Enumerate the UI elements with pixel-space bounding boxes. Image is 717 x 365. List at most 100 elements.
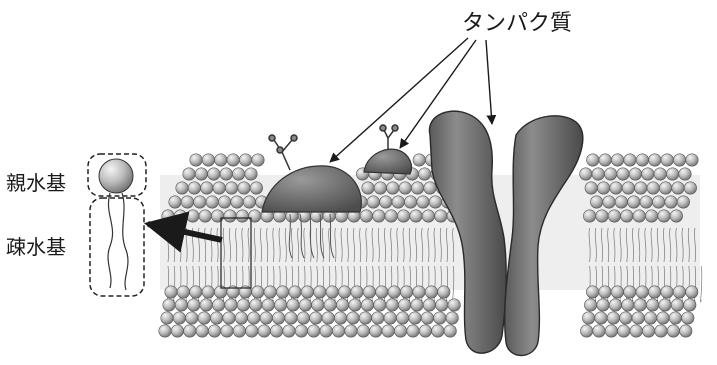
lipid-head bbox=[227, 154, 239, 166]
lipid-head bbox=[295, 325, 307, 337]
lipid-head bbox=[649, 154, 661, 166]
lipid-head bbox=[686, 286, 698, 298]
lipid-head bbox=[208, 325, 220, 337]
lipid-head bbox=[206, 196, 218, 208]
lipid-head bbox=[359, 312, 371, 324]
lipid-head bbox=[435, 210, 447, 222]
lipid-head bbox=[394, 325, 406, 337]
lipid-head bbox=[413, 154, 425, 166]
lipid-head bbox=[438, 286, 450, 298]
lipid-head bbox=[361, 299, 373, 311]
lipid-head bbox=[347, 312, 359, 324]
lipid-head bbox=[374, 299, 386, 311]
lipid-head bbox=[215, 154, 227, 166]
lipid-head bbox=[409, 312, 421, 324]
lipid-head bbox=[684, 182, 696, 194]
lipid-head bbox=[338, 286, 350, 298]
lipid-head bbox=[220, 168, 232, 180]
magnified-phospholipid bbox=[88, 154, 146, 296]
lipid-head bbox=[617, 168, 629, 180]
lipid-head bbox=[183, 168, 195, 180]
lipid-head bbox=[580, 325, 592, 337]
lipid-head bbox=[175, 299, 187, 311]
lipid-head bbox=[603, 196, 615, 208]
lipid-head bbox=[236, 210, 248, 222]
lipid-head bbox=[250, 182, 262, 194]
lipid-head bbox=[418, 168, 430, 180]
lipid-head bbox=[584, 299, 596, 311]
lipid-head bbox=[605, 325, 617, 337]
lipid-head bbox=[385, 210, 397, 222]
lipid-head bbox=[387, 182, 399, 194]
lipid-head bbox=[285, 312, 297, 324]
lipid-head bbox=[202, 154, 214, 166]
lipid-tail bbox=[701, 266, 702, 302]
lipid-head bbox=[669, 312, 681, 324]
lipid-head bbox=[444, 325, 456, 337]
lipid-head bbox=[186, 312, 198, 324]
lipid-head bbox=[190, 154, 202, 166]
lipid-head bbox=[629, 168, 641, 180]
lipid-head bbox=[646, 299, 658, 311]
lipid-head bbox=[421, 312, 433, 324]
lipid-head bbox=[647, 182, 659, 194]
lipid-head bbox=[587, 154, 599, 166]
lipid-head bbox=[173, 312, 185, 324]
lipid-head bbox=[585, 182, 597, 194]
lipid-head bbox=[238, 182, 250, 194]
lipid-head bbox=[171, 325, 183, 337]
lipid-head bbox=[213, 182, 225, 194]
lipid-head bbox=[194, 196, 206, 208]
lipid-head bbox=[360, 210, 372, 222]
lipid-head bbox=[399, 182, 411, 194]
lipid-head bbox=[434, 312, 446, 324]
lipid-head bbox=[237, 299, 249, 311]
lipid-head bbox=[608, 210, 620, 222]
lipid-head bbox=[177, 286, 189, 298]
lipid-head bbox=[659, 299, 671, 311]
lipid-head bbox=[597, 182, 609, 194]
phospholipid-head bbox=[99, 159, 133, 193]
lipid-head bbox=[595, 312, 607, 324]
lipid-head bbox=[604, 168, 616, 180]
lipid-head bbox=[398, 299, 410, 311]
lipid-head bbox=[635, 182, 647, 194]
lipid-head bbox=[682, 312, 694, 324]
lipid-head bbox=[413, 286, 425, 298]
lipid-head bbox=[362, 182, 374, 194]
lipid-head bbox=[642, 168, 654, 180]
lipid-head bbox=[436, 299, 448, 311]
hydrophobic-dashed-box bbox=[90, 198, 144, 296]
lipid-head bbox=[386, 299, 398, 311]
lipid-head bbox=[645, 210, 657, 222]
lipid-head bbox=[583, 210, 595, 222]
lipid-head bbox=[423, 299, 435, 311]
lipid-head bbox=[208, 168, 220, 180]
lipid-head bbox=[314, 286, 326, 298]
lipid-head bbox=[246, 325, 258, 337]
lipid-head bbox=[417, 196, 429, 208]
lipid-head bbox=[260, 312, 272, 324]
lipid-head bbox=[410, 210, 422, 222]
lipid-head bbox=[224, 210, 236, 222]
lipid-head bbox=[345, 325, 357, 337]
lipid-head bbox=[211, 210, 223, 222]
lipid-head bbox=[349, 299, 361, 311]
lipid-head bbox=[218, 196, 230, 208]
lipid-head bbox=[223, 312, 235, 324]
lipid-head bbox=[250, 299, 262, 311]
lipid-head bbox=[322, 312, 334, 324]
lipid-head bbox=[599, 286, 611, 298]
lipid-head bbox=[351, 286, 363, 298]
lipid-head bbox=[621, 210, 633, 222]
lipid-head bbox=[233, 325, 245, 337]
lipid-head bbox=[367, 196, 379, 208]
lipid-head bbox=[231, 196, 243, 208]
lipid-head bbox=[659, 182, 671, 194]
lipid-head bbox=[586, 286, 598, 298]
lipid-head bbox=[200, 299, 212, 311]
lipid-head bbox=[679, 168, 691, 180]
lipid-head bbox=[636, 286, 648, 298]
phospholipid-tail-right bbox=[122, 193, 128, 290]
